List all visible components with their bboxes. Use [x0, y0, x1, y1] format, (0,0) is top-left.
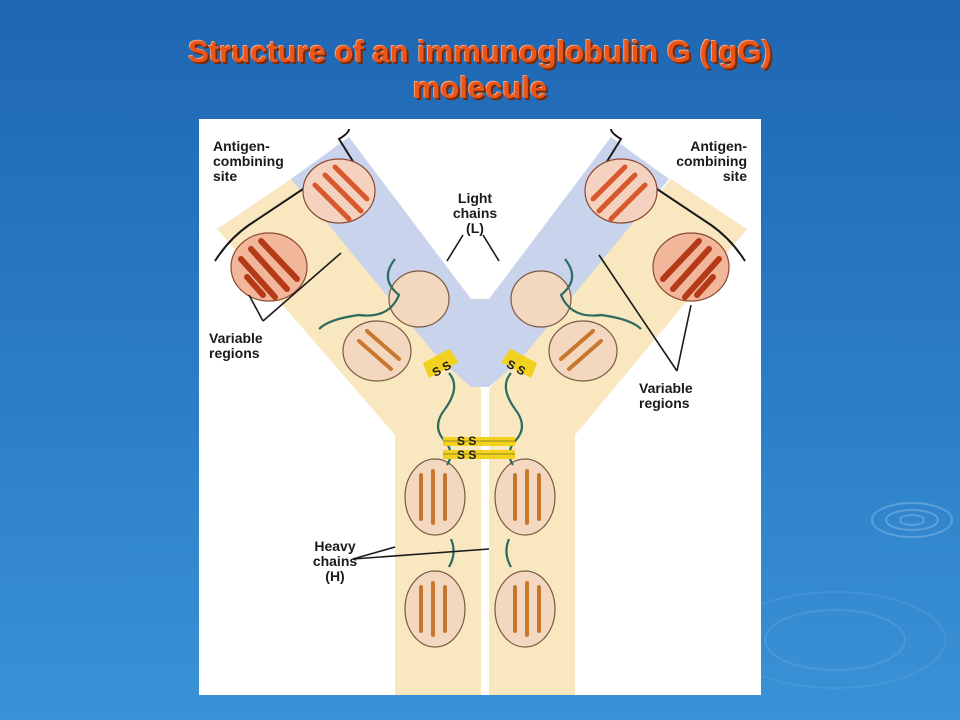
title-line-1: Structure of an immunoglobulin G (IgG): [188, 34, 772, 69]
constant-domain-strands: [357, 329, 603, 637]
ss-label-hinge-1: S S: [457, 434, 476, 448]
label-light-chains: Light chains (L): [452, 190, 498, 236]
variable-domain-left: [230, 158, 376, 302]
title-line-2: molecule: [412, 70, 548, 105]
slide-title: Structure of an immunoglobulin G (IgG) m…: [0, 34, 960, 106]
label-variable-regions-left: Variable regions: [209, 330, 263, 361]
leader-lines: [248, 234, 692, 560]
igg-diagram: S S S S S S S S Antigen- combining site …: [199, 119, 761, 695]
label-antigen-site-left: Antigen- combining site: [213, 138, 284, 184]
igg-diagram-svg: S S S S S S S S: [214, 128, 747, 695]
disulfide-bonds: [423, 348, 537, 459]
ss-label-hinge-2: S S: [457, 448, 476, 462]
label-antigen-site-right: Antigen- combining site: [676, 138, 747, 184]
stem-gap: [481, 389, 489, 695]
variable-domain-right: [584, 158, 730, 302]
label-variable-regions-right: Variable regions: [639, 380, 693, 411]
label-heavy-chains: Heavy chains (H): [312, 538, 358, 584]
